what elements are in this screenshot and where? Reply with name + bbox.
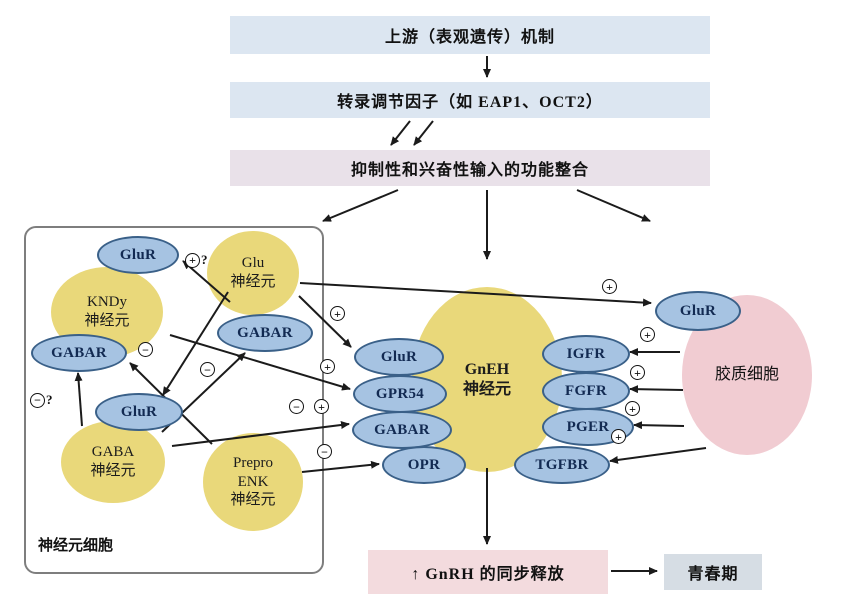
plus-circle-icon: + (625, 401, 640, 416)
gaba-neuron: GABA 神经元 (61, 421, 165, 503)
plus-circle-icon: + (330, 306, 345, 321)
arrow-glial-to-pger (633, 421, 685, 430)
plus-circle-icon: + (314, 399, 329, 414)
sign-plus-question-kndy-glur: +? (185, 252, 208, 268)
gnrh-release-box: ↑ GnRH 的同步释放 (368, 550, 608, 594)
plus-circle-icon: + (611, 429, 626, 444)
sign-plus-glial-igfr: + (640, 327, 655, 342)
arrow-box2-to-box3-b (413, 120, 434, 146)
flow-box-transcription-factors: 转录调节因子（如 EAP1、OCT2） (230, 82, 710, 118)
glial-cell: 胶质细胞 (682, 295, 812, 455)
arrow-box2-to-box3-a (390, 120, 411, 146)
glial-glur-receptor: GluR (655, 291, 741, 331)
gneh-glur-receptor: GluR (354, 338, 444, 376)
plus-circle-icon: + (185, 252, 200, 268)
sign-plus-glial-fgfr: + (630, 365, 645, 380)
plus-circle-icon: + (640, 327, 655, 342)
gneh-gpr54-receptor: GPR54 (353, 375, 447, 413)
puberty-box: 青春期 (664, 554, 762, 590)
gneh-opr-receptor: OPR (382, 446, 466, 484)
sign-minus-question-gaba-kndy: −? (30, 392, 53, 408)
plus-circle-icon: + (630, 365, 645, 380)
sign-minus-kndy-gabar: − (138, 342, 153, 357)
flow-box-functional-integration: 抑制性和兴奋性输入的功能整合 (230, 150, 710, 186)
preproenk-neuron: Prepro ENK 神经元 (203, 433, 303, 531)
sign-minus-gneh-gabar: − (289, 399, 304, 414)
question-mark: ? (201, 252, 208, 267)
flow-box-upstream-mechanism: 上游（表观遗传）机制 (230, 16, 710, 54)
glu-gabar-receptor: GABAR (217, 314, 313, 352)
kndy-glur-receptor: GluR (97, 236, 179, 274)
sign-plus-kndy-gpr54: + (320, 359, 335, 374)
gneh-tgfbr-receptor: TGFBR (514, 446, 610, 484)
gneh-fgfr-receptor: FGFR (542, 372, 630, 410)
sign-minus-enk-opr: − (317, 444, 332, 459)
minus-circle-icon: − (138, 342, 153, 357)
sign-plus-glial-pger: + (625, 401, 640, 416)
neuron-cell-panel-label: 神经元细胞 (38, 538, 114, 554)
minus-circle-icon: − (200, 362, 215, 377)
plus-circle-icon: + (602, 279, 617, 294)
plus-circle-icon: + (320, 359, 335, 374)
question-mark: ? (46, 392, 53, 407)
minus-circle-icon: − (317, 444, 332, 459)
arrow-glial-to-tgfbr (609, 447, 707, 464)
minus-circle-icon: − (289, 399, 304, 414)
glu-neuron: Glu 神经元 (207, 231, 299, 315)
sign-plus-gneh-gabar: + (314, 399, 329, 414)
arrow-box3-to-panel (322, 189, 399, 222)
gneh-gabar-receptor: GABAR (352, 411, 452, 449)
arrow-glial-to-fgfr (629, 385, 684, 394)
sign-plus-glial-tgfbr: + (611, 429, 626, 444)
kndy-gabar-receptor: GABAR (31, 334, 127, 372)
minus-circle-icon: − (30, 392, 45, 408)
sign-plus-glu-glial-glur: + (602, 279, 617, 294)
gneh-igfr-receptor: IGFR (542, 335, 630, 373)
sign-plus-glu-gneh-glur: + (330, 306, 345, 321)
sign-minus-gaba-glu: − (200, 362, 215, 377)
gaba-glur-receptor: GluR (95, 393, 183, 431)
arrow-box3-to-glial (576, 189, 651, 222)
